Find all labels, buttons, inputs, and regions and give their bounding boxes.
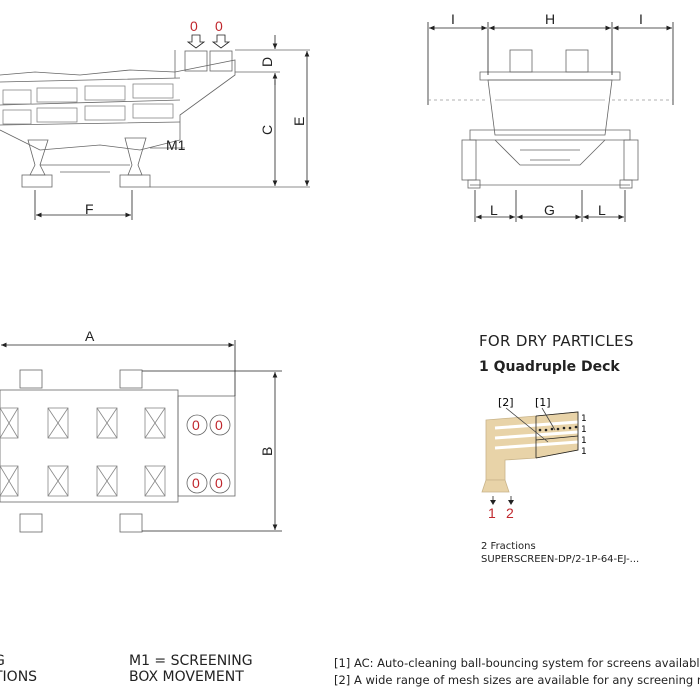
callout-2: [2]: [498, 396, 514, 409]
deck-count-1: 1: [581, 414, 587, 424]
front-view: [461, 49, 639, 189]
top-outlet-2: 0: [215, 417, 223, 433]
legend-m1-line2: BOX MOVEMENT: [129, 669, 244, 685]
dim-h: H: [545, 11, 555, 27]
deck-schematic: [481, 407, 579, 505]
dim-c: C: [259, 125, 275, 135]
dim-e: E: [291, 117, 307, 126]
motor-label: M1: [166, 137, 186, 153]
dim-l-right: L: [598, 202, 606, 218]
legend-m1-line1: M1 = SCREENING: [129, 653, 253, 669]
deck-title: 1 Quadruple Deck: [479, 359, 620, 375]
legend-left: G TIONS: [0, 653, 37, 685]
deck-count-3: 1: [581, 436, 587, 446]
fraction-outlet-1: 1: [488, 505, 496, 521]
side-view: [0, 49, 310, 188]
top-dimension-lines: [1, 340, 282, 532]
deck-count-4: 1: [581, 447, 587, 457]
dim-f: F: [85, 201, 94, 217]
deck-count-2: 1: [581, 425, 587, 435]
footnote-1: [1] AC: Auto-cleaning ball-bouncing syst…: [334, 656, 700, 670]
callout-1: [1]: [535, 396, 551, 409]
dim-l-left: L: [490, 202, 498, 218]
dim-g: G: [544, 202, 555, 218]
model-code: SUPERSCREEN-DP/2-1P-64-EJ-...: [481, 554, 640, 565]
top-outlet-1: 0: [192, 417, 200, 433]
top-view: [0, 369, 236, 533]
dim-b: B: [259, 447, 275, 456]
fractions-label: 2 Fractions: [481, 541, 536, 552]
footnote-2: [2] A wide range of mesh sizes are avail…: [334, 673, 700, 687]
legend-left-line1: G: [0, 653, 37, 669]
side-dimension-lines: [34, 34, 310, 220]
footnotes: [1] AC: Auto-cleaning ball-bouncing syst…: [334, 655, 700, 689]
dim-i-right: I: [639, 11, 643, 27]
dim-a: A: [85, 328, 95, 344]
legend-left-line2: TIONS: [0, 669, 38, 685]
dim-d: D: [259, 57, 275, 67]
dim-i-left: I: [451, 11, 455, 27]
config-title: FOR DRY PARTICLES: [479, 332, 634, 350]
side-outlet-1: 0: [190, 18, 198, 34]
top-outlet-4: 0: [215, 475, 223, 491]
legend-m1: M1 = SCREENING BOX MOVEMENT: [129, 653, 253, 685]
fraction-outlet-2: 2: [506, 505, 514, 521]
top-outlet-3: 0: [192, 475, 200, 491]
side-outlet-2: 0: [215, 18, 223, 34]
front-dimension-lines: [427, 22, 674, 222]
